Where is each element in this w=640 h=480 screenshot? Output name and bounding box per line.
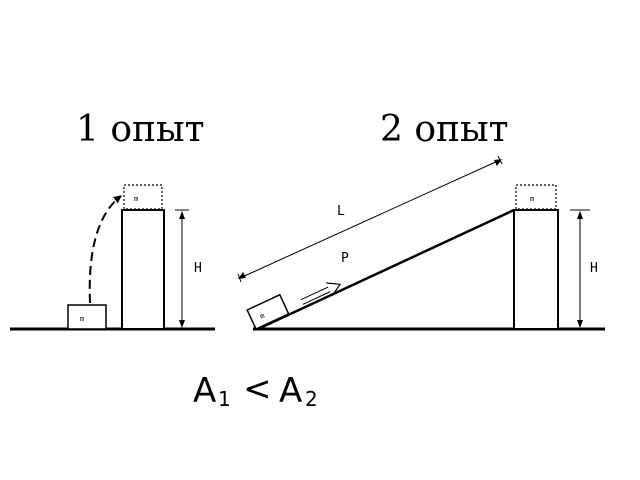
height-1-arrow-top [179,211,185,219]
block-2-top-ghost [515,184,557,210]
block-2-incline: m [246,293,290,330]
formula-left-sub: 1 [218,387,231,411]
incline-plane [257,208,515,331]
length-tick-start [237,273,242,283]
force-arrow-head [326,282,342,297]
block-1-top-label: m [134,195,138,203]
block-1-top-ghost [123,184,163,210]
height-1-label: H [194,261,202,276]
length-tick-end [497,155,503,165]
block-1-ground [67,304,107,330]
column-2 [513,209,559,330]
force-arrow-line-a [300,286,329,301]
force-arrow-line-b [302,291,331,305]
force-arrow [300,282,342,305]
experiment-1-heading: 1 опыт [76,109,205,150]
block-2-top-label: m [530,195,534,203]
block-1-ground-label: m [80,315,84,323]
height-2-arrow-top [577,211,583,219]
lift-path-arrow [88,195,122,304]
height-1-arrow-bottom [179,320,185,328]
formula-relation: < [243,369,272,409]
formula-right: A [279,371,302,411]
force-label: P [341,251,349,266]
block-2-incline-label: m [259,312,266,321]
length-dimension-line [239,159,501,279]
height-2-arrow-bottom [577,320,583,328]
block-2-incline-rect [246,293,290,330]
length-label: L [337,204,345,219]
experiment-2-diagram: m m P L H [237,155,605,331]
work-comparison-formula: A 1 < A 2 [193,369,318,411]
column-1 [121,209,165,330]
formula-right-sub: 2 [305,387,318,411]
formula-left: A [193,371,216,411]
experiment-2-heading: 2 опыт [380,109,509,150]
experiment-1-diagram: m m H [10,184,215,331]
length-arrow-start [238,272,246,279]
height-2-label: H [590,261,598,276]
